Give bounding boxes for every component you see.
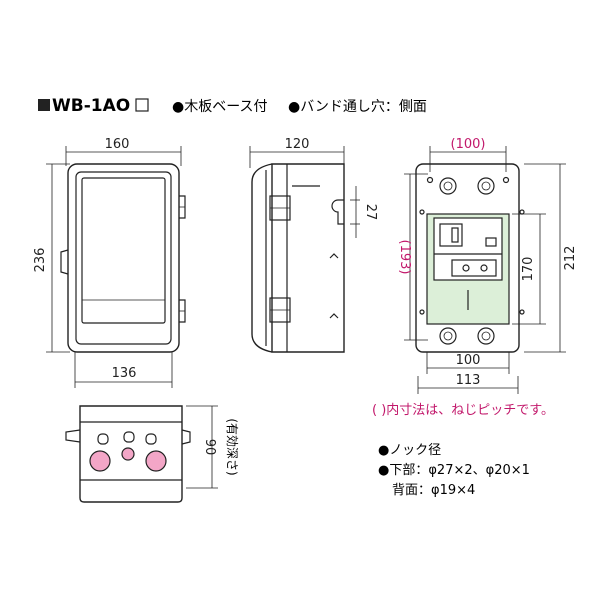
knock-heading: ●ノック径 — [378, 443, 441, 458]
feature-band-hole: ●バンド通し穴：側面 — [288, 99, 427, 115]
back-view — [404, 146, 566, 394]
notes: ( )内寸法は、ねじピッチです。 ●ノック径 ●下部：φ27×2、φ20×1 背… — [372, 402, 554, 498]
dim-back-pitch-top: (100) — [451, 137, 486, 152]
dim-side-depth: 120 — [285, 137, 310, 152]
knock-20-center — [121, 447, 135, 461]
dim-back-inner-width: 100 — [456, 353, 481, 368]
dim-front-bottom-width: 136 — [112, 366, 137, 381]
title-block: WB-1AO ●木板ベース付 ●バンド通し穴：側面 — [38, 96, 427, 116]
front-view — [46, 146, 186, 388]
bottom-view — [65, 405, 218, 503]
knock-27-right — [145, 450, 167, 472]
dim-back-outer-width: 113 — [456, 373, 481, 388]
dim-bottom-depth: 90 — [202, 439, 217, 456]
title-square-icon — [38, 99, 50, 111]
feature-wood-base: ●木板ベース付 — [172, 99, 268, 115]
model-blank-box — [135, 98, 149, 112]
knock-27-left — [89, 450, 111, 472]
dim-back-outer-height: 212 — [563, 246, 578, 271]
dim-back-inner-height: 170 — [521, 257, 536, 282]
knock-back: 背面：φ19×4 — [392, 483, 475, 498]
model-name: WB-1AO — [52, 96, 130, 116]
dim-back-pitch-vertical: (193) — [397, 240, 412, 275]
knock-bottom: ●下部：φ27×2、φ20×1 — [378, 463, 530, 478]
pitch-note: ( )内寸法は、ねじピッチです。 — [372, 402, 554, 418]
dim-front-width: 160 — [105, 137, 130, 152]
side-view — [249, 146, 360, 353]
dim-bottom-depth-note: (有効深さ) — [225, 418, 240, 475]
dim-side-band-slot: 27 — [363, 204, 378, 221]
dim-front-height: 236 — [33, 248, 48, 273]
